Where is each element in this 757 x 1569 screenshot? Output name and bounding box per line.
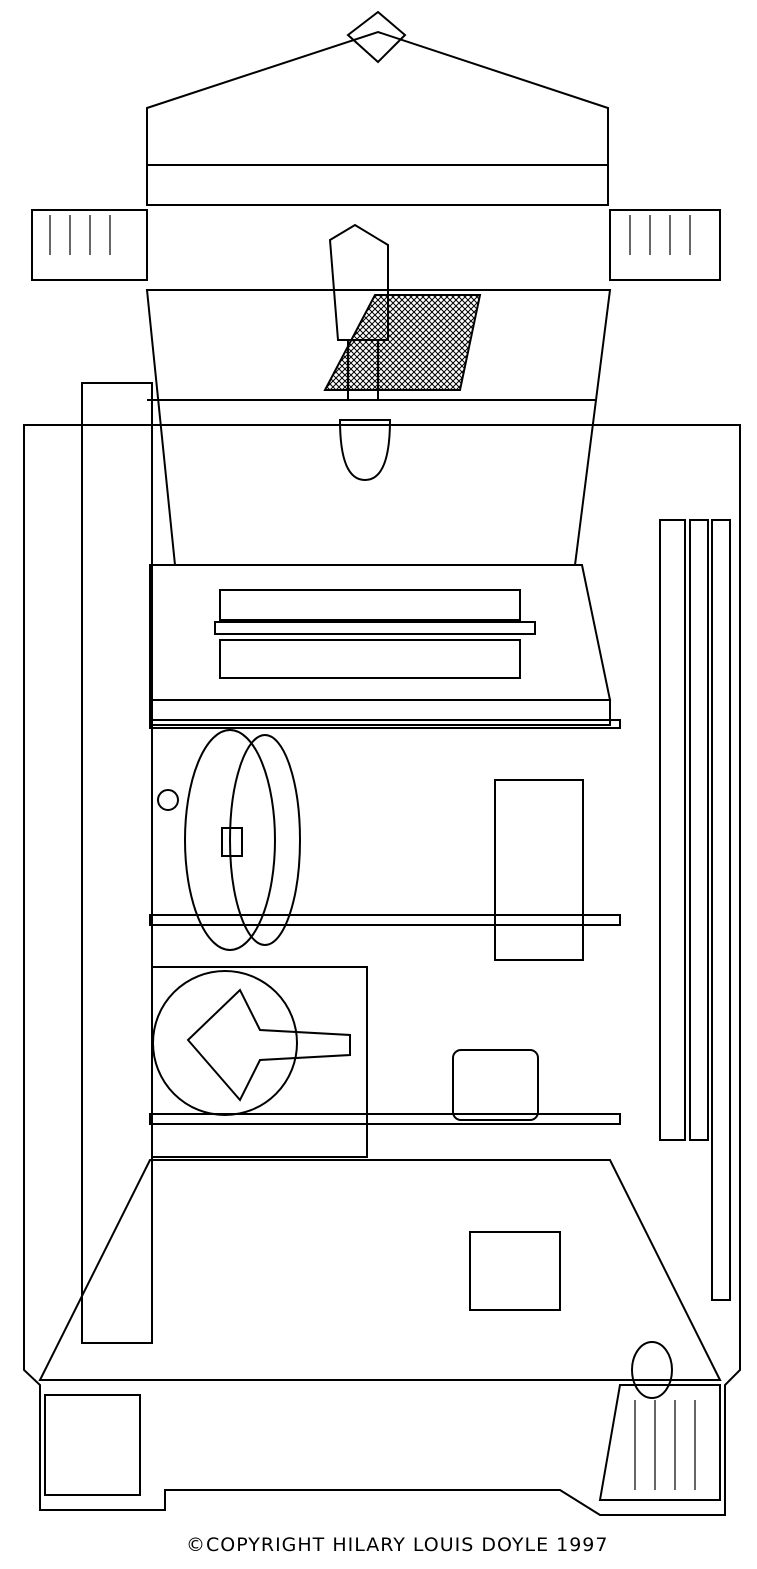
front-hood xyxy=(146,10,609,206)
hatch-panel xyxy=(494,779,584,961)
rear-right-box xyxy=(598,1341,721,1501)
copyright-caption: ©COPYRIGHT HILARY LOUIS DOYLE 1997 xyxy=(186,1534,609,1556)
side-tubes xyxy=(659,519,731,1301)
rear-left-box xyxy=(44,1394,141,1496)
generator-unit xyxy=(151,966,368,1158)
hull-outline xyxy=(23,289,741,1516)
side-panels xyxy=(31,209,721,281)
unditching-beam xyxy=(81,382,153,1344)
spare-track-links xyxy=(214,589,536,679)
engine-grille xyxy=(323,294,482,391)
cross-bars xyxy=(149,719,621,1125)
floor-hatch xyxy=(469,1231,561,1311)
seat xyxy=(452,1049,539,1121)
winch-drum xyxy=(157,729,301,951)
